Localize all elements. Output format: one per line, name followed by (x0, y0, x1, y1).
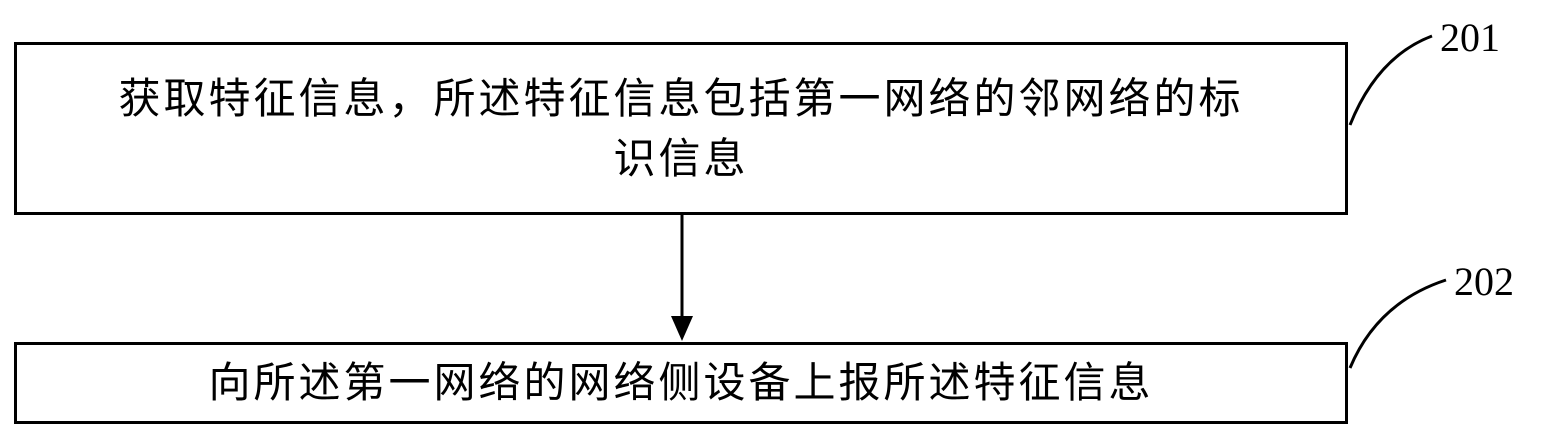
step-201-line-2: 识信息 (613, 133, 749, 183)
step-box-202: 向所述第一网络的网络侧设备上报所述特征信息 (14, 342, 1348, 424)
step-box-201: 获取特征信息，所述特征信息包括第一网络的邻网络的标 识信息 (14, 42, 1348, 215)
flow-arrow-head (671, 316, 693, 341)
leader-line-201 (1348, 34, 1433, 126)
step-text-201: 获取特征信息，所述特征信息包括第一网络的邻网络的标 识信息 (94, 69, 1267, 189)
leader-line-202 (1348, 278, 1447, 369)
step-text-202: 向所述第一网络的网络侧设备上报所述特征信息 (184, 353, 1177, 413)
reference-number-202: 202 (1454, 259, 1514, 304)
step-201-line-1: 获取特征信息，所述特征信息包括第一网络的邻网络的标 (118, 73, 1244, 123)
reference-number-201: 201 (1440, 15, 1500, 60)
step-202-line-1: 向所述第一网络的网络侧设备上报所述特征信息 (208, 358, 1154, 407)
